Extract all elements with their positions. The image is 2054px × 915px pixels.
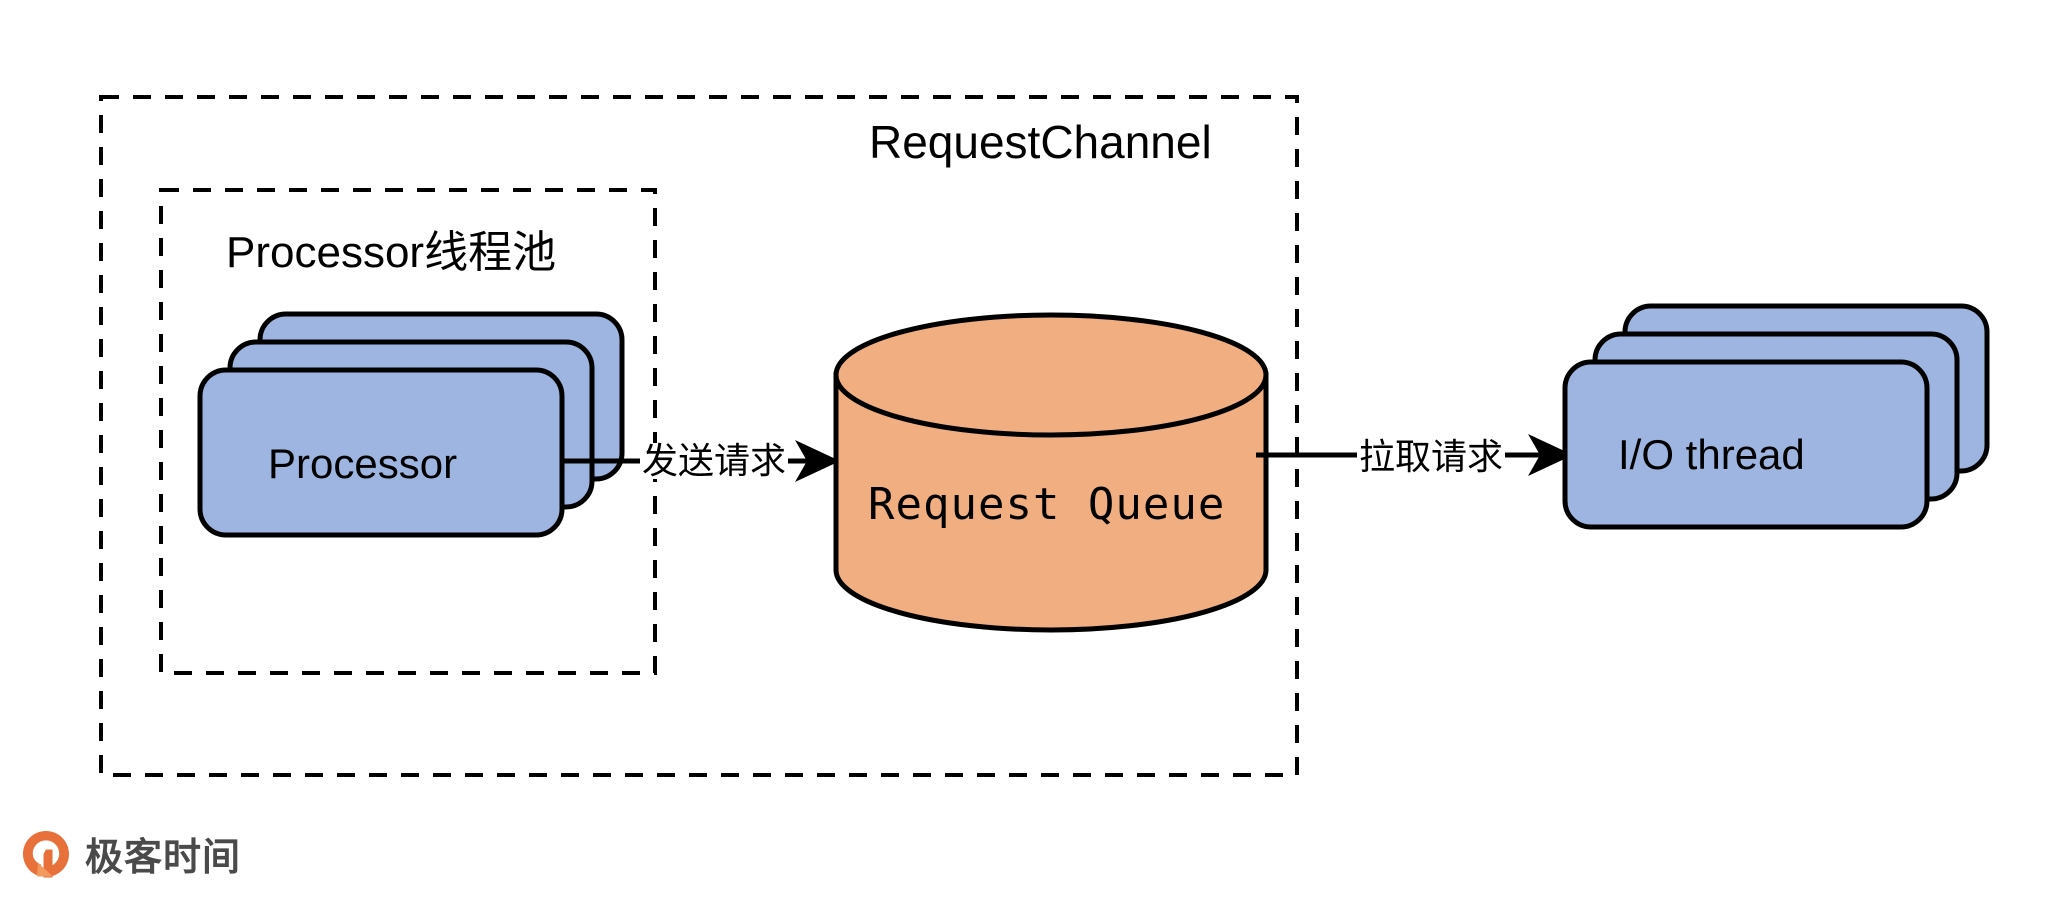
processor-card-front	[197, 367, 565, 538]
io-thread-node-label: I/O thread	[1618, 431, 1805, 478]
processor-pool-group-border	[159, 188, 657, 675]
request-queue-node-label: Request Queue	[868, 479, 1226, 530]
io-thread-card-front	[1562, 359, 1930, 530]
cylinder-top	[833, 312, 1269, 438]
geektime-logo-icon	[23, 830, 69, 877]
processor-node[interactable]	[197, 311, 625, 538]
request-queue-node[interactable]	[833, 312, 1269, 633]
io-thread-node[interactable]	[1562, 303, 1990, 530]
cylinder-body	[833, 372, 1269, 633]
processor-node-label: Processor	[268, 440, 458, 487]
request-channel-group-label: RequestChannel	[869, 116, 1212, 168]
edge-label-pull-request: 拉取请求	[1357, 436, 1506, 477]
watermark-brand-text: 极客时间	[85, 837, 242, 879]
request-channel-group-border	[99, 95, 1299, 777]
watermark: 极客时间	[20, 826, 241, 881]
edge-label-send-request: 发送请求	[640, 440, 789, 481]
processor-pool-group-label: Processor线程池	[226, 228, 557, 277]
